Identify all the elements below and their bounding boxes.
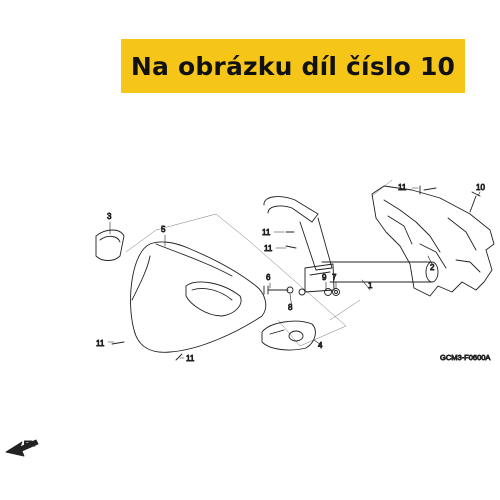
front-direction-label: FR. <box>24 441 35 448</box>
callout-label: 7 <box>332 273 337 282</box>
callout-label: 11 <box>96 339 105 348</box>
callout-label: 4 <box>318 341 323 350</box>
callout-label: 11 <box>264 244 273 253</box>
panel-part <box>261 320 316 351</box>
callout-label: 11 <box>262 228 271 237</box>
callout-label: 2 <box>430 263 435 272</box>
front-cover <box>130 241 267 353</box>
rear-cover <box>371 185 495 297</box>
lens-part <box>95 229 125 261</box>
callout-label: 1 <box>368 281 373 290</box>
diagram-code: GCM3-F0600A <box>440 353 490 362</box>
callout-label: 3 <box>107 212 112 221</box>
fasteners <box>111 185 481 361</box>
leader-lines <box>107 187 481 359</box>
guide-lines <box>125 179 393 347</box>
callout-label: 9 <box>322 273 327 282</box>
callout-label: 8 <box>288 303 293 312</box>
callout-label: 5 <box>161 225 166 234</box>
handlebar-pipe <box>263 196 439 293</box>
callout-label: 11 <box>186 354 195 363</box>
highlight-banner: Na obrázku díl číslo 10 <box>121 39 465 93</box>
callout-label: 10 <box>476 183 485 192</box>
callout-label: 6 <box>266 273 271 282</box>
callout-label: 11 <box>398 183 407 192</box>
front-arrow-icon <box>5 439 39 457</box>
